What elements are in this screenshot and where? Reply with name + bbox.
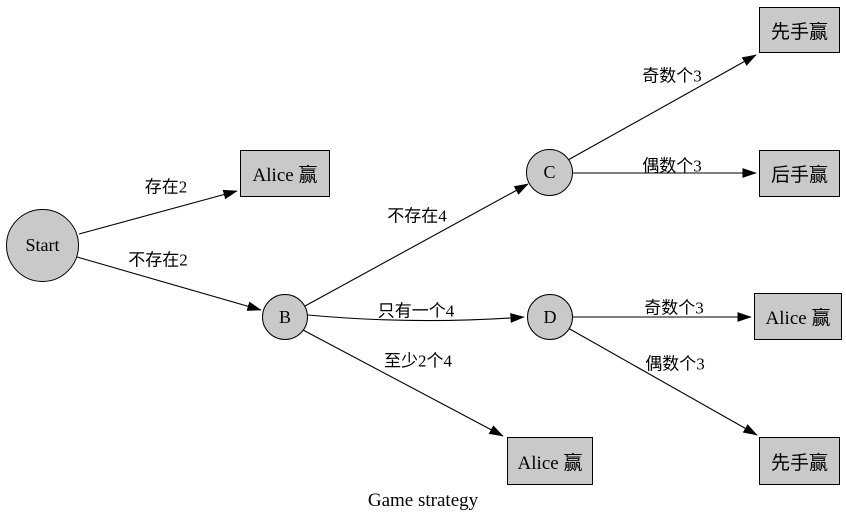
edge-c-to-first-hand-top xyxy=(567,54,757,161)
node-d-label: D xyxy=(543,306,557,327)
edge-label-d-to-first-hand-bottom: 偶数个3 xyxy=(645,354,705,374)
terminal-alice-top-label: Alice 赢 xyxy=(252,165,318,186)
terminal-first-hand-top-label: 先手赢 xyxy=(770,21,828,43)
terminal-alice-bottom: Alice 赢 xyxy=(507,437,593,485)
node-b: B xyxy=(262,294,308,340)
edge-label-b-to-d: 只有一个4 xyxy=(377,301,455,321)
edge-start-to-b xyxy=(76,256,262,311)
terminal-alice-mid: Alice 赢 xyxy=(754,293,842,340)
edge-b-to-d xyxy=(307,313,525,323)
terminal-alice-bottom-label: Alice 赢 xyxy=(517,452,583,474)
edge-label-b-to-c: 不存在4 xyxy=(387,206,447,226)
edge-label-c-to-first-hand-top: 奇数个3 xyxy=(642,66,702,86)
edge-label-c-to-second-hand: 偶数个3 xyxy=(642,156,702,176)
edge-b-to-alice-bottom xyxy=(302,329,504,437)
node-d: D xyxy=(527,294,573,340)
node-start-label: Start xyxy=(25,235,60,255)
edge-label-b-to-alice-bottom: 至少2个4 xyxy=(384,351,452,371)
edge-label-d-to-alice-mid: 奇数个3 xyxy=(644,298,704,318)
terminal-first-hand-bottom: 先手赢 xyxy=(759,437,840,485)
terminal-second-hand: 后手赢 xyxy=(759,150,840,197)
node-c-label: C xyxy=(543,162,556,182)
terminal-second-hand-label: 后手赢 xyxy=(770,165,828,186)
terminal-first-hand-top: 先手赢 xyxy=(759,7,840,53)
edge-d-to-first-hand-bottom xyxy=(567,327,758,436)
edge-label-start-to-alice-top: 存在2 xyxy=(144,177,188,197)
terminal-alice-mid-label: Alice 赢 xyxy=(765,308,831,329)
edge-label-start-to-b: 不存在2 xyxy=(128,250,188,270)
edge-b-to-c xyxy=(304,183,529,307)
diagram-caption: Game strategy xyxy=(367,490,479,511)
node-start: Start xyxy=(6,209,79,282)
edge-start-to-alice-top xyxy=(78,189,238,235)
node-c: C xyxy=(526,149,573,196)
node-b-label: B xyxy=(278,306,291,327)
terminal-first-hand-bottom-label: 先手赢 xyxy=(770,452,828,474)
terminal-alice-top: Alice 赢 xyxy=(240,150,330,197)
